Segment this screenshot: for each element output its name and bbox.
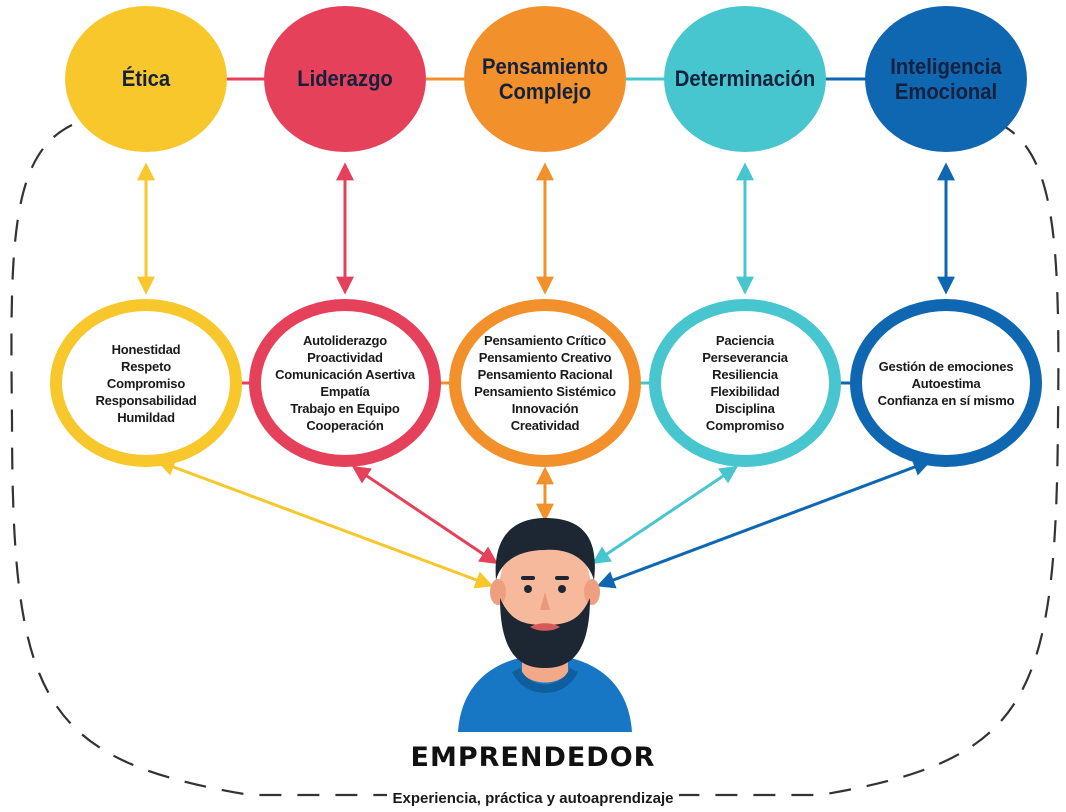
liderazgo-title: Liderazgo	[297, 66, 393, 92]
skill-item: Autoestima	[911, 375, 981, 391]
skill-item: Compromiso	[106, 375, 186, 391]
etica-avatar-arrow	[156, 458, 494, 589]
pensamiento-complejo-title: Pensamiento Complejo	[482, 53, 608, 104]
skill-item: Paciencia	[715, 333, 775, 348]
skill-item: Respeto	[121, 358, 171, 374]
skill-item: Honestidad	[111, 341, 181, 357]
skill-item: Cooperación	[306, 418, 384, 433]
skill-item: Proactividad	[307, 350, 383, 365]
center-label: EMPRENDEDOR	[410, 742, 656, 773]
footer-text: Experiencia, práctica y autoaprendizaje	[386, 790, 680, 807]
node-liderazgo: Liderazgo	[264, 6, 426, 152]
entrepreneur-avatar-icon	[458, 518, 632, 732]
skill-item: Pensamiento Racional	[477, 367, 613, 382]
skill-item: Resiliencia	[712, 367, 778, 382]
inteligencia-emocional-title: Inteligencia Emocional	[890, 53, 1002, 104]
skill-item: Pensamiento Creativo	[478, 350, 612, 365]
skill-item: Disciplina	[715, 401, 775, 416]
skill-item: Trabajo en Equipo	[290, 401, 400, 416]
node-etica: Ética	[65, 6, 227, 152]
skill-item: Gestión de emociones	[878, 358, 1014, 374]
skill-item: Pensamiento Crítico	[484, 333, 606, 348]
inteligencia-emocional-avatar-arrow	[596, 458, 932, 589]
skill-item: Flexibilidad	[710, 384, 780, 399]
skill-item: Autoliderazgo	[302, 333, 388, 348]
skill-item: Creatividad	[510, 418, 580, 433]
etica-title: Ética	[121, 66, 171, 92]
skill-item: Pensamiento Sistémico	[474, 384, 616, 399]
skill-item: Humildad	[117, 409, 175, 425]
skill-item: Perseverancia	[702, 350, 788, 365]
determinacion-avatar-arrow	[592, 465, 738, 565]
skill-item: Empatía	[320, 384, 370, 399]
node-inteligencia-emocional: Inteligencia Emocional	[865, 6, 1027, 152]
skill-item: Confianza en sí mismo	[877, 392, 1015, 408]
skill-item: Comunicación Asertiva	[275, 367, 415, 382]
determinacion-title: Determinación	[674, 66, 816, 92]
skill-item: Innovación	[511, 401, 579, 416]
footer-caption: Experiencia, práctica y autoaprendizaje	[0, 790, 1066, 807]
skill-item: Compromiso	[705, 418, 785, 433]
node-pensamiento-complejo: Pensamiento Complejo	[464, 6, 626, 152]
skill-item: Responsabilidad	[95, 392, 197, 408]
liderazgo-avatar-arrow	[352, 465, 498, 565]
node-determinacion: Determinación	[664, 6, 826, 152]
